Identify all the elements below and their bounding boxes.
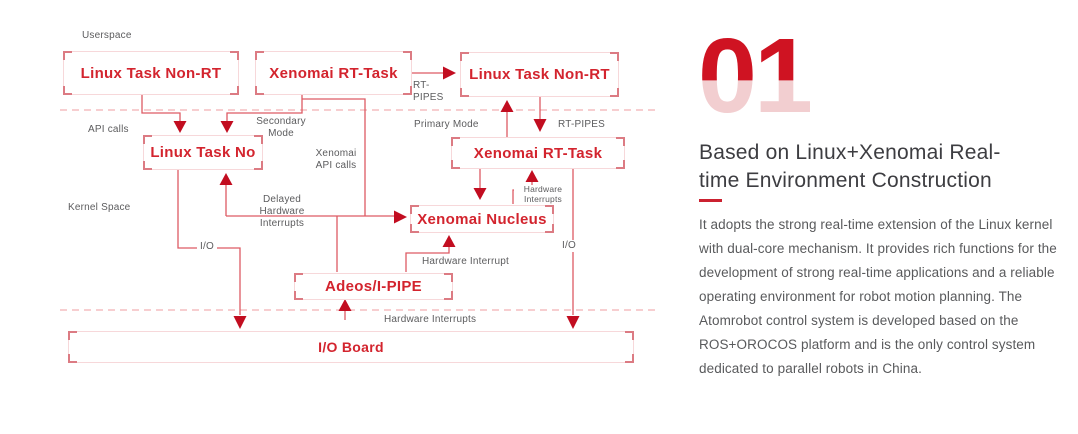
arrow-right-into-xenomai-nucleus <box>394 210 407 224</box>
label-line: Delayed <box>262 194 302 205</box>
label-hardware-interrupts-bottom: Hardware Interrupts <box>384 314 477 325</box>
box-label: I/O Board <box>68 332 634 363</box>
arrow-down-into-linux-task-no-left <box>173 121 187 133</box>
label-line: RT- <box>413 80 430 91</box>
box-label: Linux Task No <box>143 136 263 170</box>
label-secondary-mode: Secondary Mode <box>250 116 312 140</box>
box-io-board: I/O Board <box>68 331 634 363</box>
label-line: Hardware <box>523 184 563 194</box>
label-line: API calls <box>315 160 357 171</box>
label-hardware-interrupt: Hardware Interrupt <box>422 256 509 267</box>
section-number-bottom: 01 <box>698 17 813 135</box>
box-adeos-ipipe: Adeos/I-PIPE <box>294 273 453 300</box>
label-line: Interrupts <box>259 218 305 229</box>
arrow-up-hw-interrupt-into-nucleus <box>442 235 456 247</box>
label-kernel-space: Kernel Space <box>68 202 131 213</box>
box-label: Xenomai RT-Task <box>451 138 625 169</box>
label-line: PIPES <box>413 92 444 103</box>
label-line: Interrupts <box>524 193 562 204</box>
box-label: Xenomai RT-Task <box>255 52 412 95</box>
label-rt-pipes-top: RT- PIPES <box>413 80 443 104</box>
heading-line: time Environment Construction <box>699 169 992 192</box>
label-rt-pipes: RT-PIPES <box>558 119 605 130</box>
label-line: Mode <box>268 128 294 139</box>
label-hardware-interrupts-small: Hardware Interrupts <box>514 184 572 204</box>
label-xenomai-api-calls: Xenomai API calls <box>308 148 364 172</box>
box-xenomai-rt-task-2: Xenomai RT-Task <box>451 137 625 169</box>
box-label: Linux Task Non-RT <box>63 52 239 95</box>
arrow-up-primary-mode <box>500 100 514 112</box>
label-primary-mode: Primary Mode <box>414 119 479 130</box>
label-line: Xenomai <box>315 148 357 159</box>
arrow-down-rt-pipes-into-xenomai-rt-task <box>533 119 547 132</box>
arrow-down-into-xenomai-nucleus <box>473 188 487 200</box>
box-label: Linux Task Non-RT <box>460 53 619 97</box>
arrow-up-into-adeos <box>338 299 352 311</box>
box-linux-task-nonrt-2: Linux Task Non-RT <box>460 52 619 97</box>
heading-accent-dash <box>699 199 722 202</box>
section-number-top: 01 <box>698 17 810 135</box>
arrow-up-hw-interrupts-into-rt-task <box>525 170 539 182</box>
label-io-left: I/O <box>197 241 217 253</box>
heading-line: Based on Linux+Xenomai Real- <box>699 141 1001 164</box>
section-heading: Based on Linux+Xenomai Real- time Enviro… <box>699 139 1059 195</box>
label-api-calls: API calls <box>88 124 129 135</box>
label-line: Hardware <box>259 206 305 217</box>
box-xenomai-rt-task-1: Xenomai RT-Task <box>255 51 412 95</box>
box-label: Xenomai Nucleus <box>410 206 554 233</box>
box-label: Adeos/I-PIPE <box>294 274 453 300</box>
label-delayed-hardware-interrupts: Delayed Hardware Interrupts <box>246 194 318 230</box>
box-xenomai-nucleus: Xenomai Nucleus <box>410 205 554 233</box>
box-linux-task-no: Linux Task No <box>143 135 263 170</box>
label-line: Secondary <box>256 116 306 127</box>
box-linux-task-nonrt-1: Linux Task Non-RT <box>63 51 239 95</box>
label-userspace: Userspace <box>82 30 132 41</box>
section-body: It adopts the strong real-time extension… <box>699 217 1057 376</box>
arrow-down-into-linux-task-no-right <box>220 121 234 133</box>
arrow-up-delayed-hw-into-linux-task <box>219 173 233 185</box>
arrow-down-io-right-into-board <box>566 316 580 329</box>
section-number: 01 01 <box>698 17 813 135</box>
arrow-right-rt-pipes <box>443 66 456 80</box>
arrowheads <box>173 66 580 329</box>
label-io-right: I/O <box>559 240 579 252</box>
arrow-down-io-left-into-board <box>233 316 247 329</box>
